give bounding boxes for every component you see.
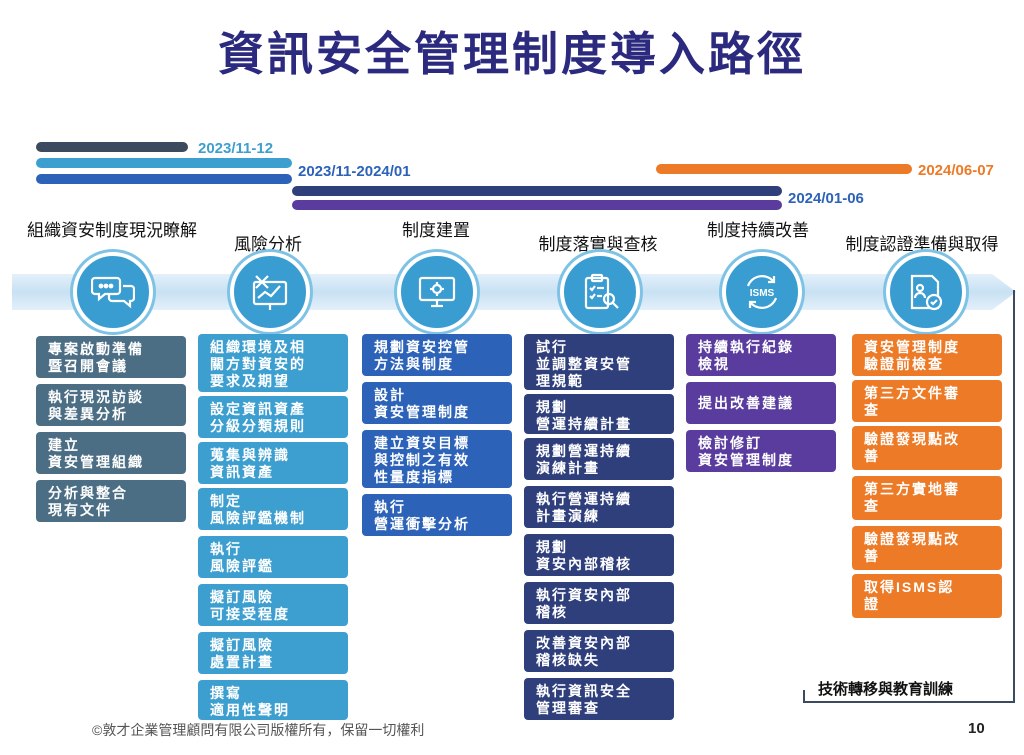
task-box: 規劃 資安內部稽核 bbox=[524, 534, 674, 576]
task-box: 改善資安內部 稽核缺失 bbox=[524, 630, 674, 672]
phase-label-3: 制度建置 bbox=[402, 221, 470, 240]
task-box: 檢討修訂 資安管理制度 bbox=[686, 430, 836, 472]
isms-cycle-icon: ISMS bbox=[746, 275, 778, 309]
certificate-icon bbox=[910, 274, 943, 311]
page-title: 資訊安全管理制度導入路徑 bbox=[218, 28, 806, 80]
timeline-bar-dark bbox=[36, 142, 188, 152]
timeline-bar-navy bbox=[292, 186, 782, 196]
chat-bubbles-icon bbox=[91, 276, 135, 309]
task-box: 執行 風險評鑑 bbox=[198, 536, 348, 578]
copyright-notice: ©敦才企業管理顧問有限公司版權所有，保留一切權利 bbox=[92, 722, 425, 738]
phase-circle-6 bbox=[886, 252, 966, 332]
task-box: 規劃 營運持續計畫 bbox=[524, 394, 674, 434]
clipboard-search-icon bbox=[584, 273, 619, 310]
training-bracket bbox=[803, 290, 1015, 703]
task-box: 執行 營運衝擊分析 bbox=[362, 494, 512, 536]
task-box: 取得ISMS認 證 bbox=[852, 574, 1002, 618]
task-box: 設計 資安管理制度 bbox=[362, 382, 512, 424]
task-box: 分析與整合 現有文件 bbox=[36, 480, 186, 522]
timeline-bar-light bbox=[36, 158, 292, 168]
task-box: 蒐集與辨識 資訊資產 bbox=[198, 442, 348, 484]
task-box: 組織環境及相 關方對資安的 要求及期望 bbox=[198, 334, 348, 392]
task-box: 規劃資安控管 方法與制度 bbox=[362, 334, 512, 376]
task-box: 規劃營運持續 演練計畫 bbox=[524, 438, 674, 480]
task-box: 設定資訊資產 分級分類規則 bbox=[198, 396, 348, 438]
task-box: 第三方文件審 查 bbox=[852, 380, 1002, 422]
task-box: 建立 資安管理組織 bbox=[36, 432, 186, 474]
phase-circle-1 bbox=[73, 252, 153, 332]
timeline-bar-orange bbox=[656, 164, 912, 174]
task-box: 第三方實地審 查 bbox=[852, 476, 1002, 520]
task-box: 撰寫 適用性聲明 bbox=[198, 680, 348, 720]
phase-circle-4 bbox=[560, 252, 640, 332]
timeline-date-3: 2024/06-07 bbox=[918, 162, 994, 179]
task-box: 建立資安目標 與控制之有效 性量度指標 bbox=[362, 430, 512, 488]
task-box: 執行資訊安全 管理審查 bbox=[524, 678, 674, 720]
monitor-gear-icon bbox=[418, 276, 456, 308]
phase-label-2: 風險分析 bbox=[234, 235, 302, 254]
page-number: 10 bbox=[968, 720, 985, 737]
task-box: 專案啟動準備 暨召開會議 bbox=[36, 336, 186, 378]
task-box: 執行資安內部 稽核 bbox=[524, 582, 674, 624]
phase-label-4: 制度落實與查核 bbox=[538, 235, 658, 254]
timeline-bar-blue bbox=[36, 174, 292, 184]
timeline-bar-purple bbox=[292, 200, 782, 210]
training-label: 技術轉移與教育訓練 bbox=[818, 681, 954, 698]
phase-label-5: 制度持續改善 bbox=[707, 221, 809, 240]
task-box: 驗證發現點改 善 bbox=[852, 526, 1002, 570]
task-box: 執行營運持續 計畫演練 bbox=[524, 486, 674, 528]
task-box: 執行現況訪談 與差異分析 bbox=[36, 384, 186, 426]
task-box: 資安管理制度 驗證前檢查 bbox=[852, 334, 1002, 376]
phase-label-6: 制度認證準備與取得 bbox=[845, 235, 999, 254]
isms-icon-text: ISMS bbox=[750, 288, 775, 299]
timeline-date-1: 2023/11-12 bbox=[198, 140, 274, 157]
task-box: 持續執行紀錄 檢視 bbox=[686, 334, 836, 376]
phase-circle-2 bbox=[230, 252, 310, 332]
phase-circle-3 bbox=[397, 252, 477, 332]
task-box: 擬訂風險 可接受程度 bbox=[198, 584, 348, 626]
task-box: 試行 並調整資安管 理規範 bbox=[524, 334, 674, 390]
phase-label-1: 組織資安制度現況瞭解 bbox=[27, 221, 197, 240]
task-box: 提出改善建議 bbox=[686, 382, 836, 424]
task-box: 制定 風險評鑑機制 bbox=[198, 488, 348, 530]
timeline-date-4: 2024/01-06 bbox=[788, 190, 864, 207]
risk-chart-icon bbox=[252, 275, 288, 310]
timeline-date-2: 2023/11-2024/01 bbox=[298, 163, 411, 180]
task-box: 驗證發現點改 善 bbox=[852, 426, 1002, 470]
phase-circle-5: ISMS bbox=[722, 252, 802, 332]
task-box: 擬訂風險 處置計畫 bbox=[198, 632, 348, 674]
